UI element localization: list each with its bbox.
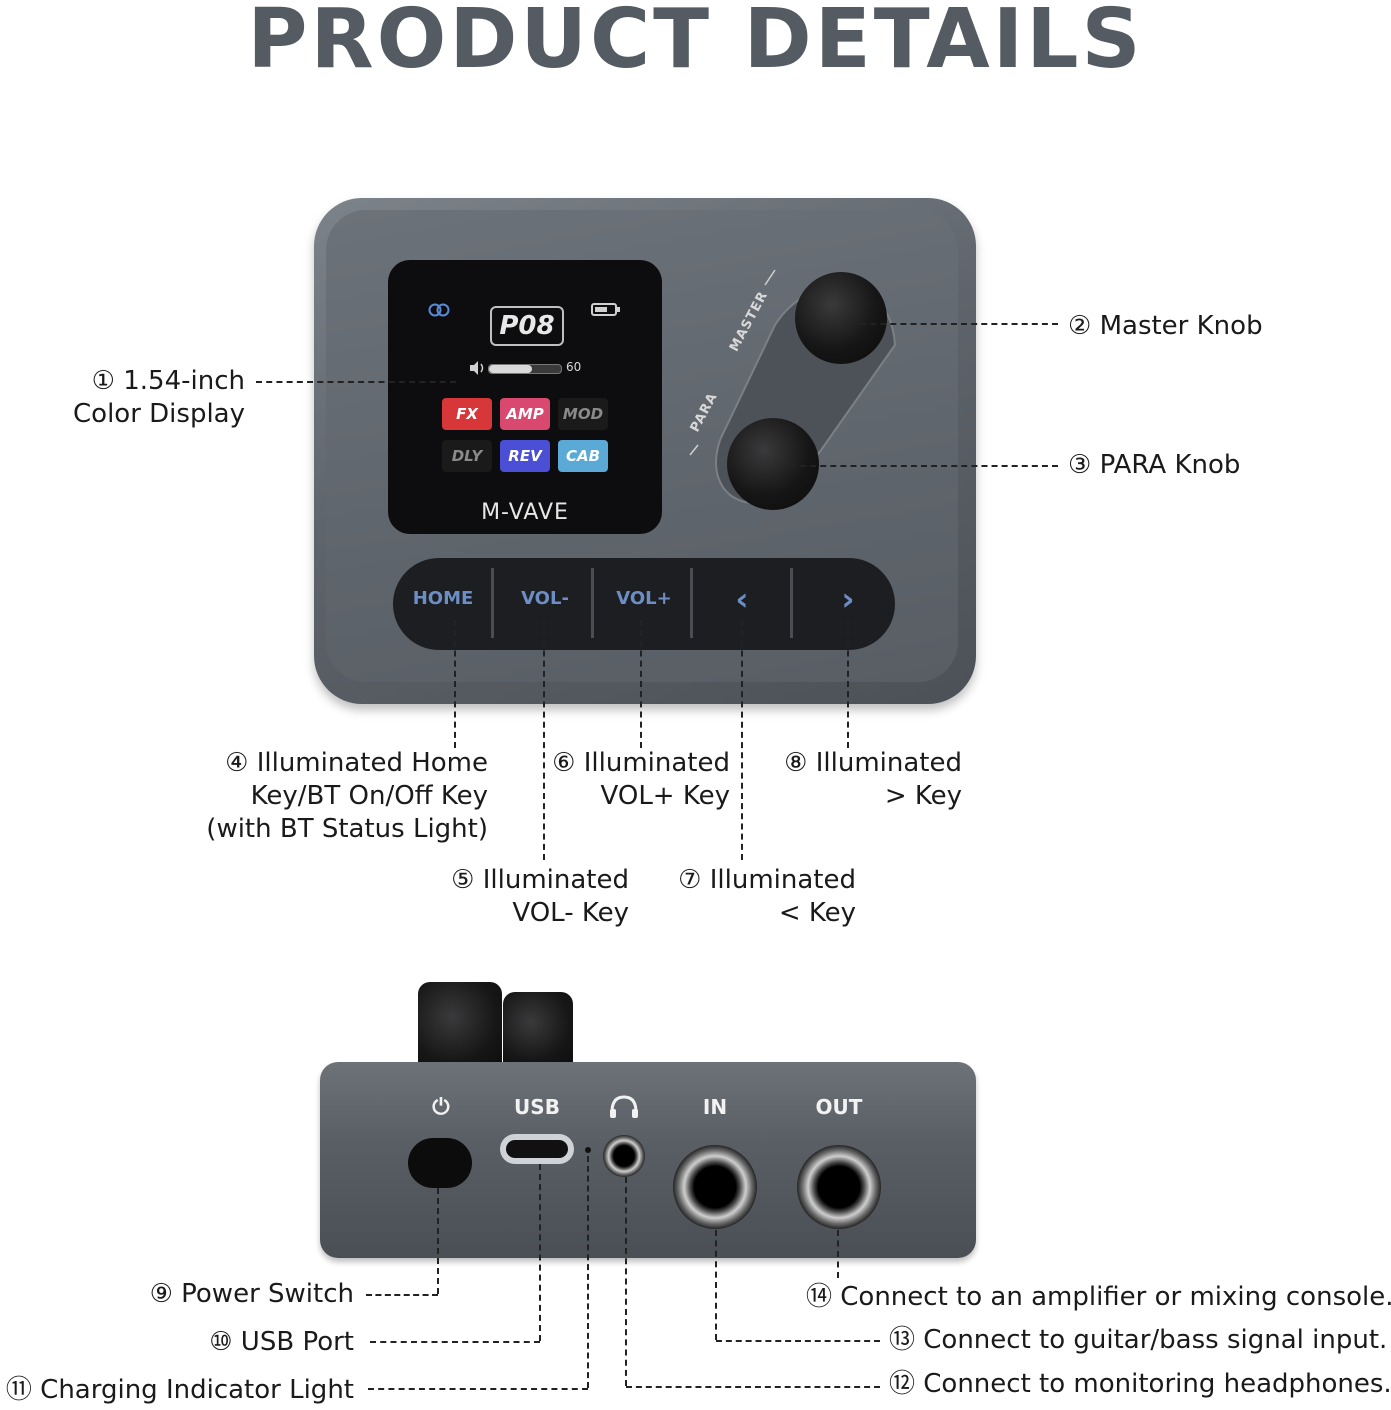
key-divider: [591, 568, 594, 638]
effect-tile-rev: REV: [500, 440, 550, 472]
leader-line: [368, 1388, 588, 1390]
callout-charging-indicator: ⑪ Charging Indicator Light: [5, 1375, 354, 1405]
link-icon: [428, 303, 450, 317]
out-label: OUT: [815, 1095, 863, 1119]
battery-icon: [591, 303, 620, 316]
callout-left-key: ⑦ Illuminated< Key: [678, 865, 856, 928]
leader-line: [543, 620, 545, 860]
volume-fill: [489, 365, 533, 373]
chevron-right-icon[interactable]: ›: [841, 580, 855, 618]
leader-line: [256, 381, 456, 383]
output-jack[interactable]: [797, 1145, 881, 1229]
headphone-jack[interactable]: [603, 1135, 645, 1177]
leader-line: [715, 1230, 717, 1340]
effect-tile-cab: CAB: [558, 440, 608, 472]
input-jack[interactable]: [673, 1145, 757, 1229]
volume-value: 60: [566, 360, 582, 374]
callout-master-knob: ② Master Knob: [1068, 311, 1263, 341]
leader-line: [716, 1340, 880, 1342]
callout-usb-port: ⑩ USB Port: [209, 1327, 354, 1357]
vol-plus-key[interactable]: VOL+: [616, 588, 672, 609]
master-knob[interactable]: [795, 272, 887, 364]
brand-logo: M-VAVE: [481, 500, 569, 525]
leader-line: [626, 1386, 880, 1388]
leader-line: [790, 465, 1058, 467]
callout-output: ⑭ Connect to an amplifier or mixing cons…: [806, 1282, 1391, 1312]
page-title: PRODUCT DETAILS: [247, 0, 1144, 87]
effect-tile-amp: AMP: [500, 398, 550, 430]
usb-label: USB: [514, 1095, 560, 1119]
callout-input: ⑬ Connect to guitar/bass signal input.: [889, 1325, 1388, 1355]
callout-headphones: ⑫ Connect to monitoring headphones.: [889, 1369, 1391, 1399]
power-switch[interactable]: [408, 1138, 472, 1188]
volume-bar: [488, 364, 562, 374]
leader-line: [366, 1294, 438, 1296]
headphones-icon: [610, 1095, 638, 1118]
para-knob[interactable]: [727, 418, 819, 510]
callout-para-knob: ③ PARA Knob: [1068, 450, 1241, 480]
callout-power-switch: ⑨ Power Switch: [149, 1279, 354, 1309]
effect-tile-fx: FX: [442, 398, 492, 430]
leader-line: [640, 620, 642, 748]
effect-tile-dly: DLY: [442, 440, 492, 472]
preset-number: P08: [490, 306, 564, 346]
effect-tile-mod: MOD: [558, 398, 608, 430]
power-icon: ⏻: [432, 1095, 450, 1120]
key-divider: [790, 568, 793, 638]
key-divider: [690, 568, 693, 638]
leader-line: [539, 1164, 541, 1341]
leader-line: [860, 323, 1058, 325]
key-divider: [491, 568, 494, 638]
leader-line: [437, 1188, 439, 1294]
usb-port[interactable]: [500, 1134, 574, 1164]
leader-line: [454, 620, 456, 748]
vol-minus-key[interactable]: VOL-: [521, 588, 569, 609]
charging-indicator-light: [585, 1147, 591, 1153]
leader-line: [587, 1156, 589, 1388]
callout-right-key: ⑧ Illuminated> Key: [784, 748, 962, 811]
leader-line: [370, 1341, 540, 1343]
leader-line: [847, 620, 849, 748]
home-key[interactable]: HOME: [412, 588, 474, 609]
speaker-icon: [470, 361, 484, 375]
leader-line: [625, 1177, 627, 1386]
key-bar: [393, 558, 895, 650]
leader-line: [741, 620, 743, 860]
leader-line: [837, 1230, 839, 1278]
in-label: IN: [702, 1095, 728, 1119]
chevron-left-icon[interactable]: ‹: [735, 580, 749, 618]
